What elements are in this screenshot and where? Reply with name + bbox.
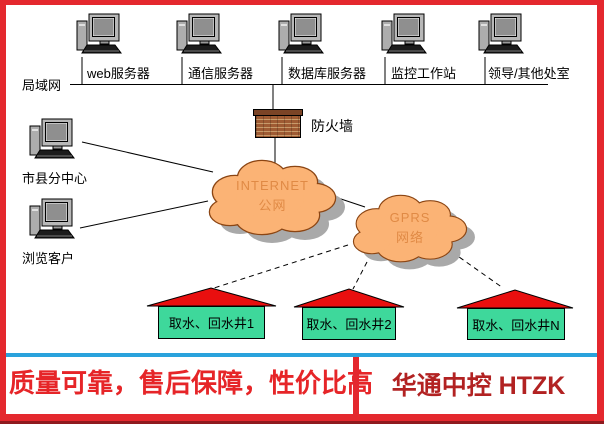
well-house-1: 取水、回水井1 — [146, 286, 277, 339]
label-leaders: 领导/其他处室 — [488, 66, 570, 81]
well-house-n-label: 取水、回水井N — [472, 317, 560, 333]
line-browser-to-internet — [79, 200, 209, 229]
well-house-2: 取水、回水井2 — [293, 287, 405, 340]
label-browser-client: 浏览客户 — [22, 251, 75, 266]
label-db-server: 数据库服务器 — [288, 66, 367, 81]
frame-border-top — [0, 0, 604, 5]
well-house-1-roof — [146, 287, 277, 307]
internet-cloud-line2: 公网 — [258, 198, 287, 214]
computer-icon-browser-client — [29, 198, 75, 239]
banner-divider — [353, 357, 359, 414]
banner-brand: 华通中控 HTZK — [391, 372, 566, 400]
computer-icon-comm-server — [176, 13, 222, 54]
banner-slogan: 质量可靠，售后保障，性价比高 — [9, 368, 374, 398]
dashed-gprs-to-wellN — [451, 251, 504, 289]
computer-icon-db-server — [278, 13, 324, 54]
frame-border-bottom — [0, 414, 604, 421]
gprs-cloud-line2: 网络 — [395, 230, 424, 246]
banner-blue-line — [6, 353, 597, 357]
computer-icon-subcenter — [29, 118, 75, 159]
gprs-cloud-text: GPRS 网络 — [345, 208, 475, 248]
internet-cloud-text: INTERNET 公网 — [200, 176, 345, 216]
label-monitor-station: 监控工作站 — [391, 66, 457, 81]
well-house-2-label: 取水、回水井2 — [306, 317, 392, 332]
internet-cloud-line1: INTERNET — [236, 178, 309, 193]
well-house-n-roof — [456, 289, 574, 309]
computer-icon-leaders — [478, 13, 524, 54]
label-comm-server: 通信服务器 — [188, 66, 254, 81]
well-house-2-roof — [293, 288, 405, 308]
frame-border-bottom-shadow — [0, 421, 604, 424]
computer-icon-web-server — [76, 13, 122, 54]
computer-icon-monitor-station — [381, 13, 427, 54]
lan-label: 局域网 — [22, 78, 62, 93]
line-subcenter-to-internet — [81, 141, 214, 173]
firewall-label: 防火墙 — [311, 118, 353, 134]
firewall-icon — [253, 109, 303, 138]
label-subcenter: 市县分中心 — [22, 171, 88, 186]
firewall-bricks — [255, 115, 301, 138]
frame-border-left — [0, 0, 6, 424]
well-house-1-label: 取水、回水井1 — [168, 316, 255, 331]
well-house-n: 取水、回水井N — [456, 288, 574, 340]
lan-bus-line — [70, 84, 548, 85]
internet-cloud: INTERNET 公网 — [200, 150, 345, 247]
gprs-cloud: GPRS 网络 — [345, 186, 475, 272]
gprs-cloud-line1: GPRS — [389, 210, 431, 225]
label-web-server: web服务器 — [87, 66, 150, 81]
frame-border-right — [597, 0, 604, 424]
dashed-gprs-to-well1 — [210, 244, 349, 290]
